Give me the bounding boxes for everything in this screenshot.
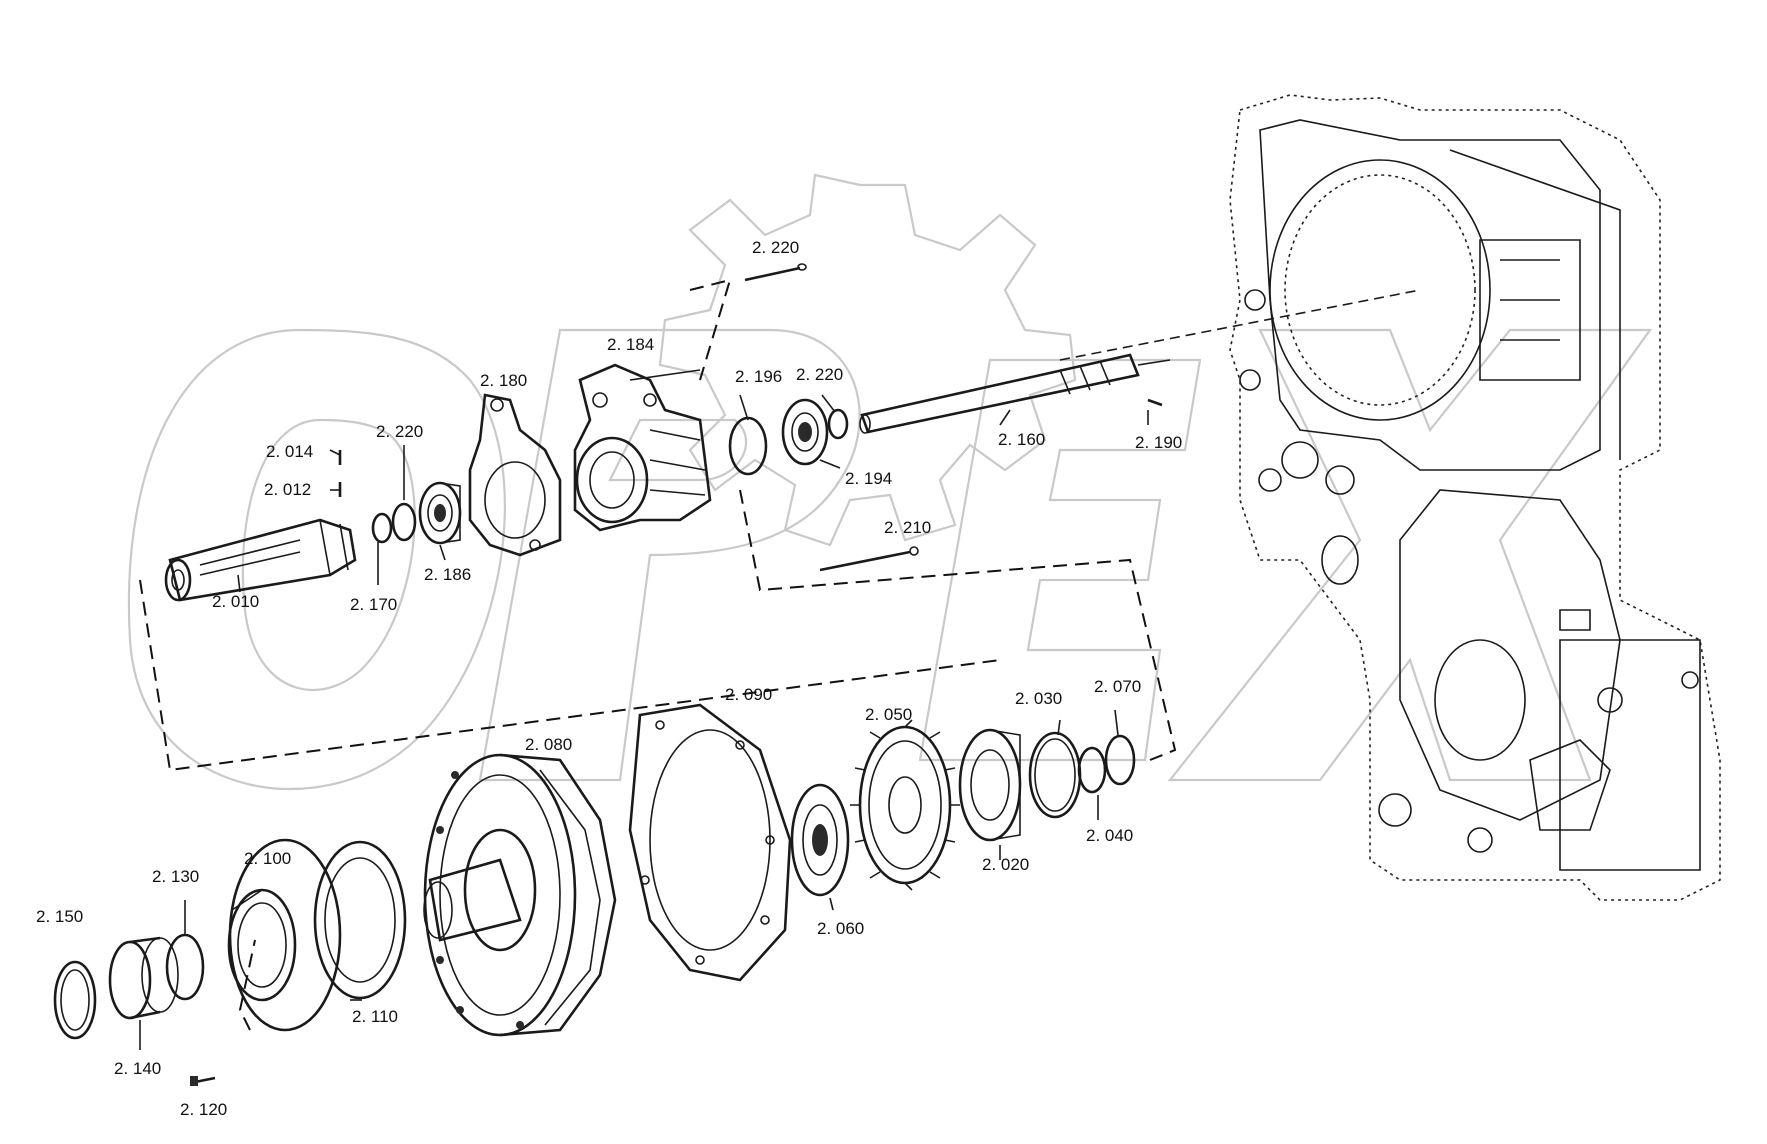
label-2060: 2. 060 bbox=[817, 919, 864, 938]
label-2080: 2. 080 bbox=[525, 735, 572, 754]
label-2070: 2. 070 bbox=[1094, 677, 1141, 696]
label-2050: 2. 050 bbox=[865, 705, 912, 724]
watermark-gear bbox=[658, 173, 1077, 547]
label-2030: 2. 030 bbox=[1015, 689, 1062, 708]
pin-2220-top bbox=[744, 263, 807, 282]
bearing-2020 bbox=[958, 728, 1022, 842]
label-2010: 2. 010 bbox=[212, 592, 259, 611]
bolt-2210 bbox=[819, 546, 919, 572]
bearing-2194 bbox=[781, 398, 829, 466]
label-2190: 2. 190 bbox=[1135, 433, 1182, 452]
watermark-letters bbox=[127, 328, 1653, 790]
pump-housing-2184 bbox=[573, 363, 712, 532]
assembly-lines bbox=[139, 278, 1421, 1031]
sleeve-2140 bbox=[108, 936, 179, 1020]
label-2160: 2. 160 bbox=[998, 430, 1045, 449]
label-2220-right: 2. 220 bbox=[796, 365, 843, 384]
shaft-2160 bbox=[859, 353, 1171, 434]
label-2184: 2. 184 bbox=[607, 335, 654, 354]
label-2194: 2. 194 bbox=[845, 469, 892, 488]
label-2020: 2. 020 bbox=[982, 855, 1029, 874]
flange-housing-2080 bbox=[423, 753, 617, 1037]
flange-2100 bbox=[227, 838, 342, 1032]
snap-ring-2170 bbox=[371, 512, 393, 544]
label-2196: 2. 196 bbox=[735, 367, 782, 386]
snap-ring-2220-left bbox=[391, 502, 417, 542]
label-2220-left: 2. 220 bbox=[376, 422, 423, 441]
label-2012: 2. 012 bbox=[264, 480, 311, 499]
label-2110: 2. 110 bbox=[352, 1007, 398, 1026]
snap-ring-2070 bbox=[1104, 734, 1136, 786]
label-2120: 2. 120 bbox=[180, 1100, 227, 1119]
label-2040: 2. 040 bbox=[1086, 826, 1133, 845]
gasket-2090 bbox=[628, 703, 792, 982]
label-2090: 2. 090 bbox=[725, 685, 772, 704]
bearing-2060 bbox=[790, 783, 850, 897]
label-2186: 2. 186 bbox=[424, 565, 471, 584]
label-2140: 2. 140 bbox=[114, 1059, 161, 1078]
label-2210: 2. 210 bbox=[884, 518, 931, 537]
bolt-2120 bbox=[190, 1076, 216, 1086]
gear-2050 bbox=[850, 719, 960, 891]
transmission-housing bbox=[1229, 94, 1721, 901]
snap-ring-2220-right bbox=[827, 408, 849, 440]
bearing-2186 bbox=[418, 481, 462, 545]
ring-2130 bbox=[165, 933, 205, 1001]
part-labels: 2. 220 2. 184 2. 180 2. 196 2. 220 2. 22… bbox=[36, 238, 1182, 1119]
label-2150: 2. 150 bbox=[36, 907, 83, 926]
label-2100: 2. 100 bbox=[244, 849, 291, 868]
gasket-2110 bbox=[313, 840, 407, 1000]
label-2170: 2. 170 bbox=[350, 595, 397, 614]
label-2180: 2. 180 bbox=[480, 371, 527, 390]
label-2014: 2. 014 bbox=[266, 442, 313, 461]
ring-2030 bbox=[1028, 731, 1082, 819]
snap-ring-2040 bbox=[1077, 746, 1107, 794]
leader-lines bbox=[139, 369, 1149, 1050]
label-2220-top: 2. 220 bbox=[752, 238, 799, 257]
input-shaft-2010 bbox=[164, 518, 357, 602]
gasket-2180 bbox=[468, 393, 562, 557]
label-2130: 2. 130 bbox=[152, 867, 199, 886]
key-2190 bbox=[1147, 398, 1163, 407]
seal-2150 bbox=[53, 960, 97, 1040]
